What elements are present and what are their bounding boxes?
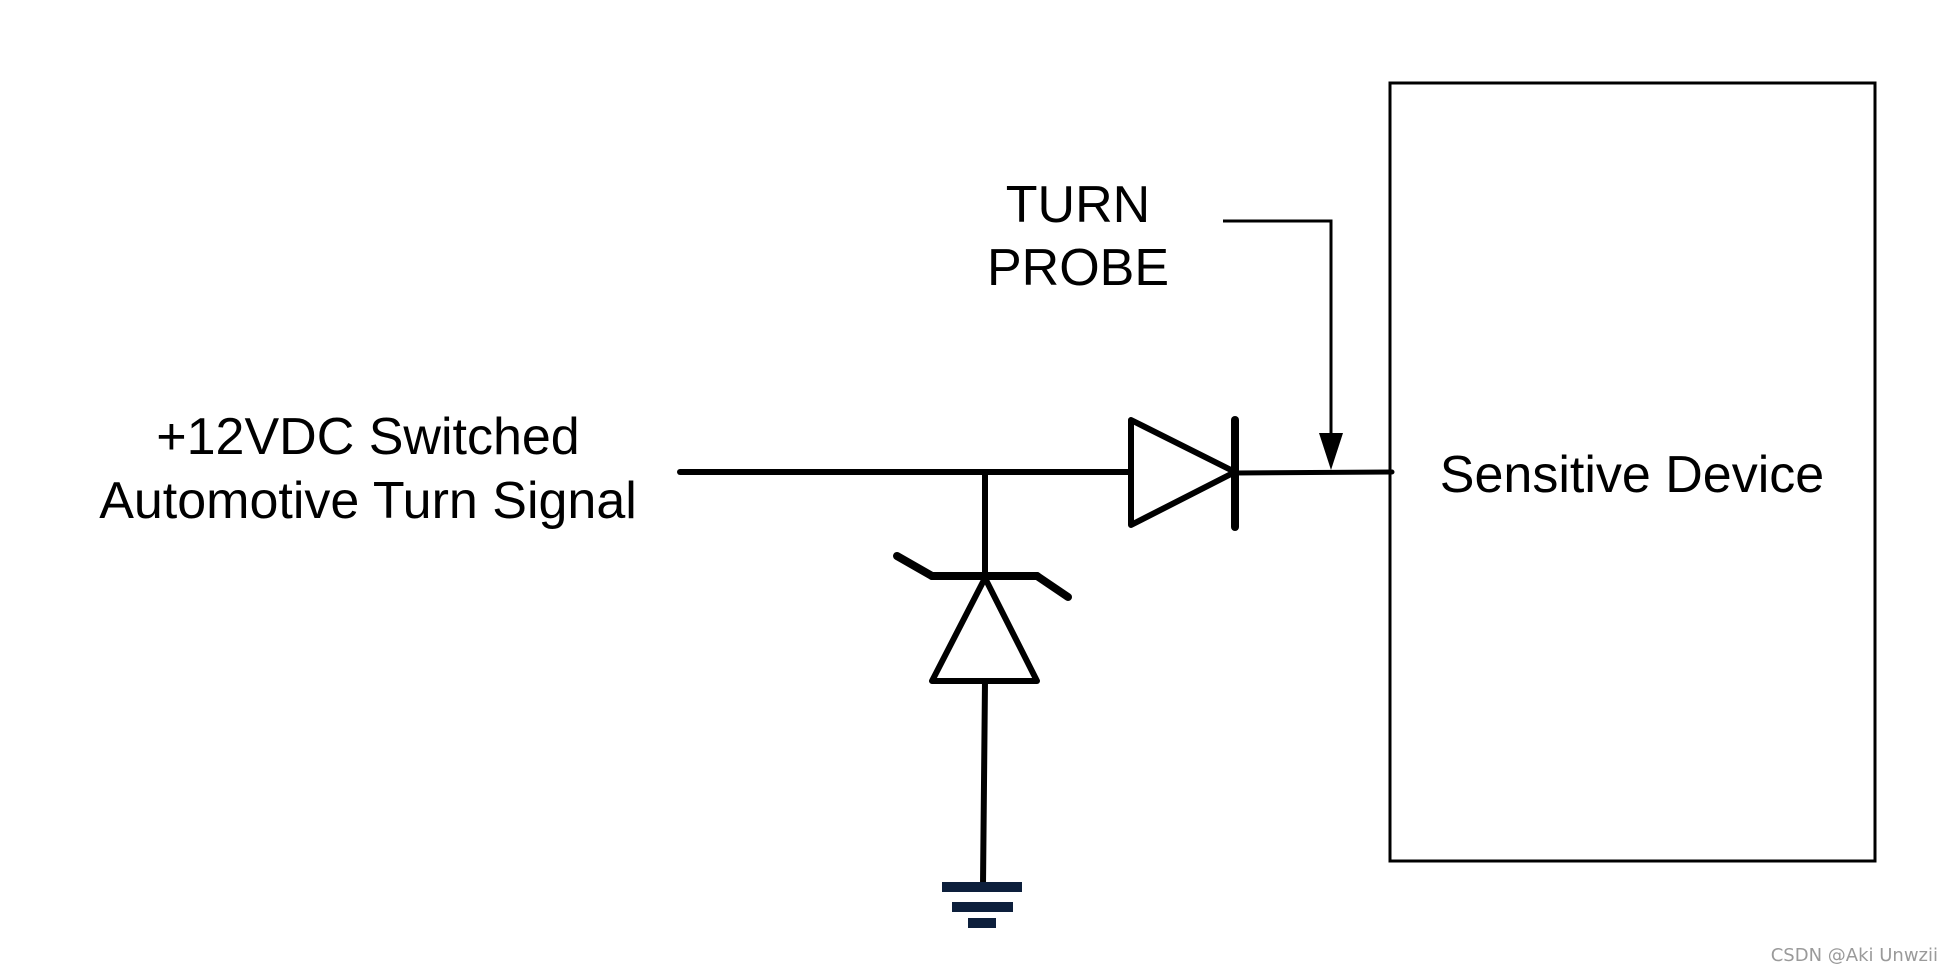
series-diode-triangle <box>1128 417 1238 528</box>
probe-leader-line <box>1223 219 1333 437</box>
watermark-text: CSDN @Aki Unwzii <box>1771 945 1938 966</box>
tvs-branch-wire-bottom <box>980 678 988 888</box>
input-signal-label-line1: +12VDC Switched <box>156 408 579 466</box>
sensitive-device-box <box>1388 81 1877 863</box>
turn-probe-label-line2: PROBE <box>987 239 1169 297</box>
tvs-diode-bar-left-hook <box>893 552 936 580</box>
turn-probe-label-line1: TURN <box>1006 176 1150 234</box>
tvs-diode-bar-right-hook <box>1033 572 1072 601</box>
input-signal-label-line2: Automotive Turn Signal <box>99 472 637 530</box>
ground-icon <box>942 882 1022 928</box>
sensitive-device-label: Sensitive Device <box>1440 446 1824 504</box>
output-wire <box>1232 469 1395 476</box>
tvs-diode-triangle <box>929 575 1040 684</box>
probe-arrow-icon <box>1319 433 1343 470</box>
